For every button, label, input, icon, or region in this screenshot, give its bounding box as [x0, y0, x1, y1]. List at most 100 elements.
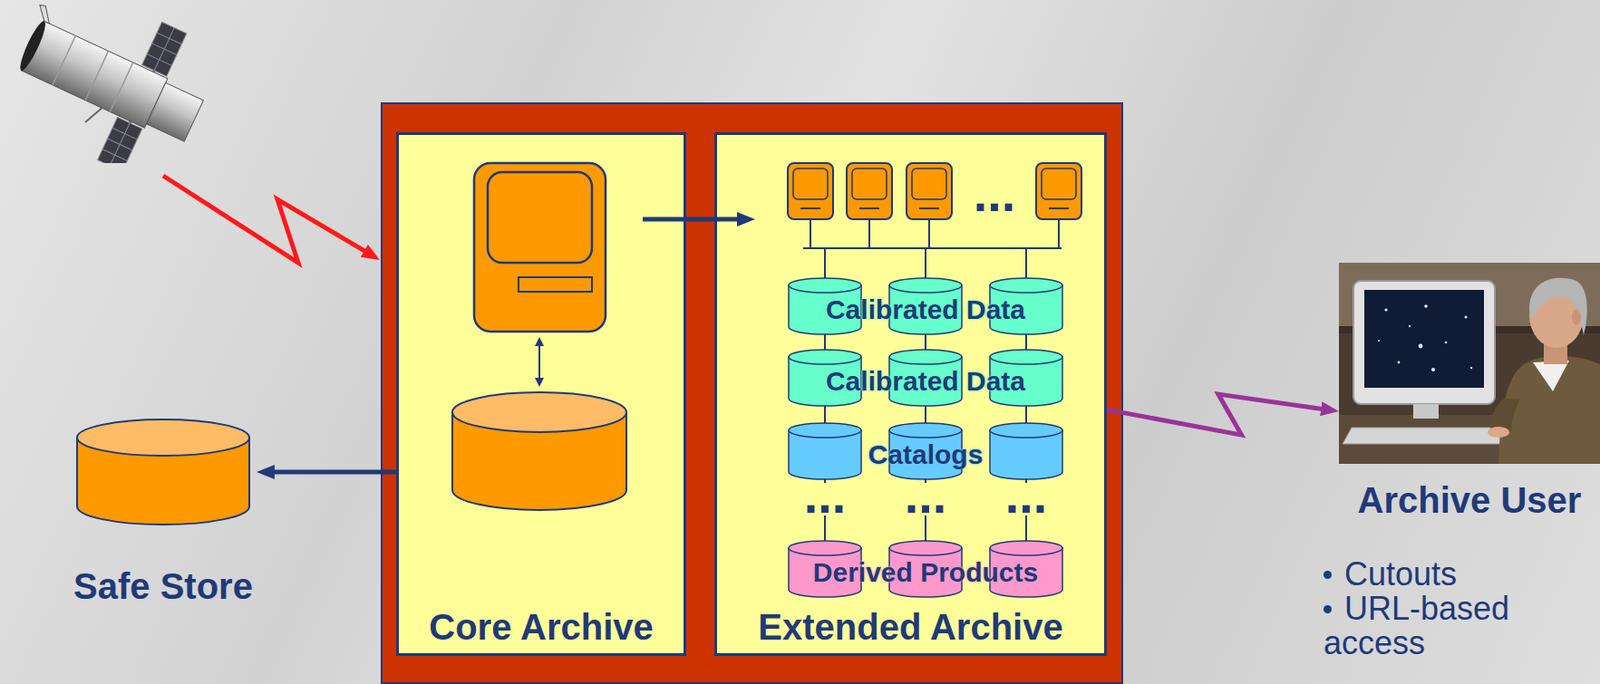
graphic-part [21, 20, 168, 128]
graphic-part [163, 175, 374, 263]
bullet-item: Cutouts [1323, 557, 1596, 592]
storage-cylinder [76, 418, 251, 526]
graphic-part [34, 3, 56, 24]
graphic-part [1408, 325, 1411, 328]
ellipsis-mark: ... [971, 181, 1019, 214]
node-label: Derived Products [813, 557, 1038, 589]
graphic-part [788, 541, 862, 556]
node-label: Catalogs [868, 439, 984, 471]
graphic-part [889, 278, 962, 293]
graphic-part [0, 0, 226, 164]
graphic-part [1529, 278, 1588, 336]
graphic-part [1444, 341, 1448, 345]
hubble-telescope [0, 0, 236, 164]
graphic-part [85, 104, 102, 127]
cylinder-row: Derived Products [786, 541, 1065, 599]
bullet-dot [1323, 605, 1332, 614]
cylinder-row: Calibrated Data [786, 278, 1065, 336]
graphic-part [1397, 361, 1401, 365]
graphic-part [1353, 281, 1495, 405]
graphic-part [989, 349, 1063, 365]
extended-archive-panel: Extended Archive Calibrated Data Calibra… [714, 132, 1107, 657]
graphic-part [452, 392, 627, 433]
archive-user-node: Archive User [1338, 262, 1600, 522]
graphic-part [1413, 404, 1439, 419]
node-label: Calibrated Data [825, 366, 1026, 398]
graphic-part [487, 172, 592, 263]
graphic-part [803, 247, 1062, 250]
user-photo [1338, 262, 1600, 465]
ellipsis-mark: ... [802, 483, 849, 516]
bullet-item: URL-based access [1323, 591, 1596, 661]
graphic-part [788, 349, 862, 365]
graphic-part [788, 423, 1063, 480]
cylinder-row: Catalogs [786, 423, 1065, 481]
graphic-part [989, 541, 1063, 556]
graphic-part [1057, 219, 1060, 249]
graphic-part [1532, 360, 1570, 392]
node-label: Calibrated Data [825, 294, 1026, 326]
graphic-part [793, 168, 1077, 209]
graphic-part [16, 19, 49, 73]
graphic-part [1424, 304, 1428, 309]
graphic-part [1431, 368, 1436, 372]
graphic-part [52, 35, 134, 112]
graphic-part [800, 207, 1069, 210]
graphic-part [989, 423, 1063, 438]
graphic-part [788, 278, 1063, 335]
graphic-part [989, 278, 1063, 293]
graphic-part [1464, 316, 1468, 320]
graphic-part [788, 423, 862, 438]
graphic-part [1571, 309, 1581, 326]
graphic-part [787, 163, 1082, 220]
core-archive-panel: Core Archive [396, 132, 687, 657]
graphic-part [788, 349, 1063, 407]
graphic-part [1487, 426, 1510, 438]
graphic-part [889, 349, 962, 365]
graphic-part [889, 423, 962, 438]
graphic-part [1338, 262, 1600, 465]
node-label: Archive User [1357, 479, 1582, 522]
graphic-part [787, 163, 834, 220]
bullet-text: Cutouts [1344, 555, 1457, 593]
core-server-art [396, 132, 687, 657]
safe-store-cylinder: Safe Store [69, 418, 257, 608]
graphic-part [1490, 398, 1521, 432]
graphic-part [911, 168, 947, 200]
graphic-part [1470, 367, 1473, 369]
network-link-arrow [1106, 394, 1332, 436]
node-label: Safe Store [73, 565, 253, 608]
graphic-part [1418, 344, 1424, 350]
graphic-part [474, 163, 606, 332]
graphic-part [1377, 304, 1473, 372]
node-label: Core Archive [428, 606, 654, 649]
graphic-part [846, 163, 893, 220]
graphic-part [928, 219, 931, 249]
graphic-part [809, 219, 812, 249]
graphic-part [1342, 427, 1519, 445]
graphic-part [77, 419, 250, 456]
ellipsis-mark: ... [902, 483, 950, 516]
storage-arrow [263, 470, 397, 476]
graphic-part [788, 278, 862, 293]
graphic-part [1364, 290, 1484, 388]
bullet-dot [1323, 571, 1332, 580]
ellipsis-mark: ... [1003, 483, 1050, 516]
graphic-part [1384, 308, 1387, 311]
cylinder-row: Calibrated Data [786, 349, 1065, 408]
graphic-part [852, 168, 887, 200]
graphic-part [889, 541, 962, 556]
node-label: Extended Archive [757, 606, 1063, 649]
graphic-part [868, 219, 871, 249]
graphic-part [1036, 163, 1082, 220]
bullet-text: URL-based access [1323, 590, 1510, 662]
graphic-part [788, 541, 1063, 598]
graphic-part [793, 168, 828, 200]
graphic-part [538, 341, 541, 383]
graphic-part [906, 163, 952, 220]
graphic-part [518, 277, 592, 292]
graphic-part [1041, 168, 1077, 200]
graphic-part [1377, 339, 1380, 342]
graphic-part [146, 82, 204, 142]
